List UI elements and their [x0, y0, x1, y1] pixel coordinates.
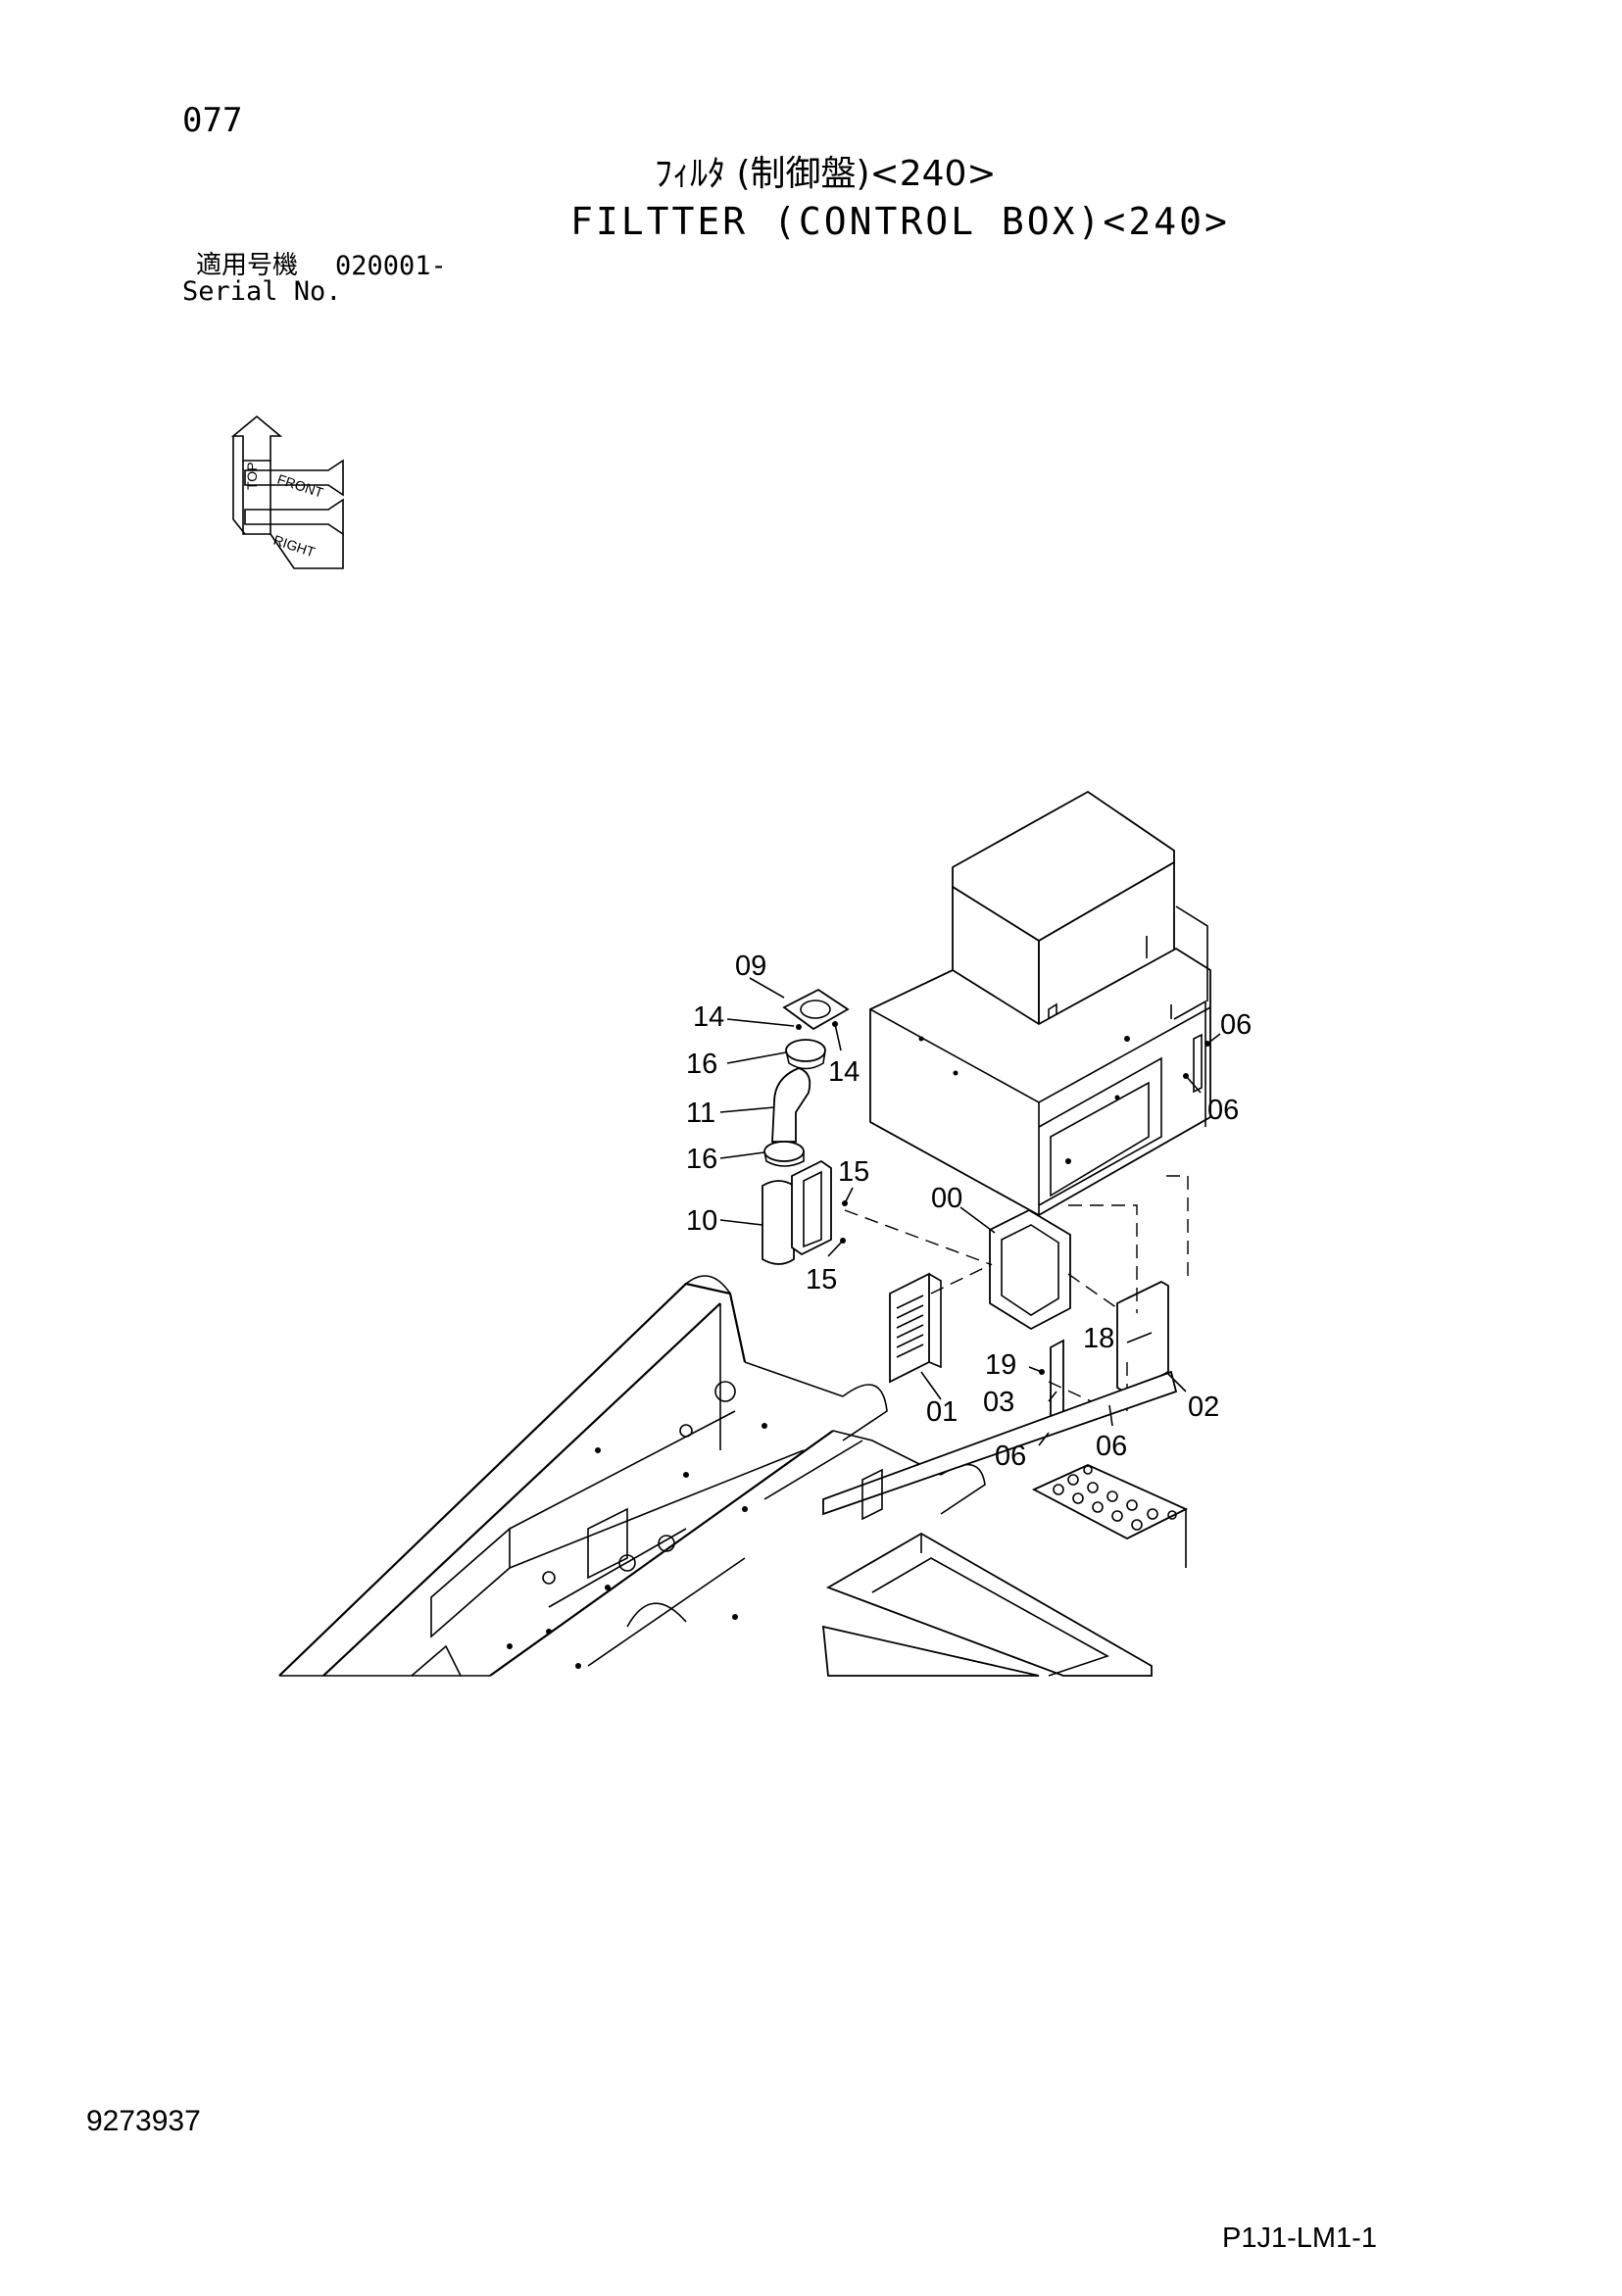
- orientation-icon: TOP FRONT RIGHT: [230, 415, 344, 569]
- control-box: [869, 790, 1211, 1217]
- callout-06-bottom-left: 06: [995, 1441, 1026, 1472]
- callout-10: 10: [686, 1205, 717, 1237]
- step-platform: [821, 1464, 1189, 1677]
- callout-15-lower: 15: [806, 1264, 837, 1295]
- callout-14-right: 14: [828, 1056, 860, 1088]
- callout-06-bottom-right: 06: [1096, 1431, 1127, 1462]
- leader-lines: [719, 977, 1221, 1446]
- callout-16-upper: 16: [686, 1049, 717, 1080]
- callout-00: 00: [931, 1183, 962, 1214]
- serial-label-english: Serial No.: [182, 276, 342, 307]
- orientation-label-top: TOP: [244, 462, 260, 490]
- sheet-code: P1J1-LM1-1: [1222, 2223, 1377, 2254]
- upper-frame: [278, 1275, 1178, 1677]
- filter-elements: [889, 1041, 1210, 1436]
- title-japanese: ﾌｨﾙﾀ (制御盤)<240>: [655, 154, 997, 194]
- callout-01: 01: [926, 1396, 958, 1428]
- step-holes: [1053, 1465, 1177, 1531]
- document-number: 9273937: [86, 2105, 201, 2137]
- callout-18: 18: [1083, 1323, 1114, 1354]
- serial-label-japanese: 適用号機: [196, 251, 299, 280]
- callout-labels: 09 14 14 16 11 16 15 10 15 00 01 19 03 1…: [686, 951, 1252, 1472]
- orientation-label-right: RIGHT: [271, 532, 318, 561]
- callout-06-top-right: 06: [1220, 1009, 1252, 1041]
- callout-03: 03: [983, 1387, 1014, 1418]
- title-english: FILTTER (CONTROL BOX)<240>: [570, 200, 1230, 243]
- callout-09: 09: [735, 951, 766, 982]
- callout-19: 19: [985, 1349, 1016, 1381]
- callout-06-mid-right: 06: [1207, 1095, 1239, 1126]
- orientation-label-front: FRONT: [275, 471, 325, 501]
- callout-15-upper: 15: [838, 1156, 869, 1188]
- callout-02: 02: [1188, 1392, 1219, 1423]
- duct-assembly: [762, 988, 850, 1265]
- serial-value: 020001-: [335, 251, 447, 281]
- callout-11: 11: [686, 1098, 715, 1129]
- page-number: 077: [182, 101, 243, 140]
- callout-14-left: 14: [693, 1001, 724, 1033]
- callout-16-lower: 16: [686, 1144, 717, 1175]
- assembly-guide-lines: [844, 1175, 1189, 1412]
